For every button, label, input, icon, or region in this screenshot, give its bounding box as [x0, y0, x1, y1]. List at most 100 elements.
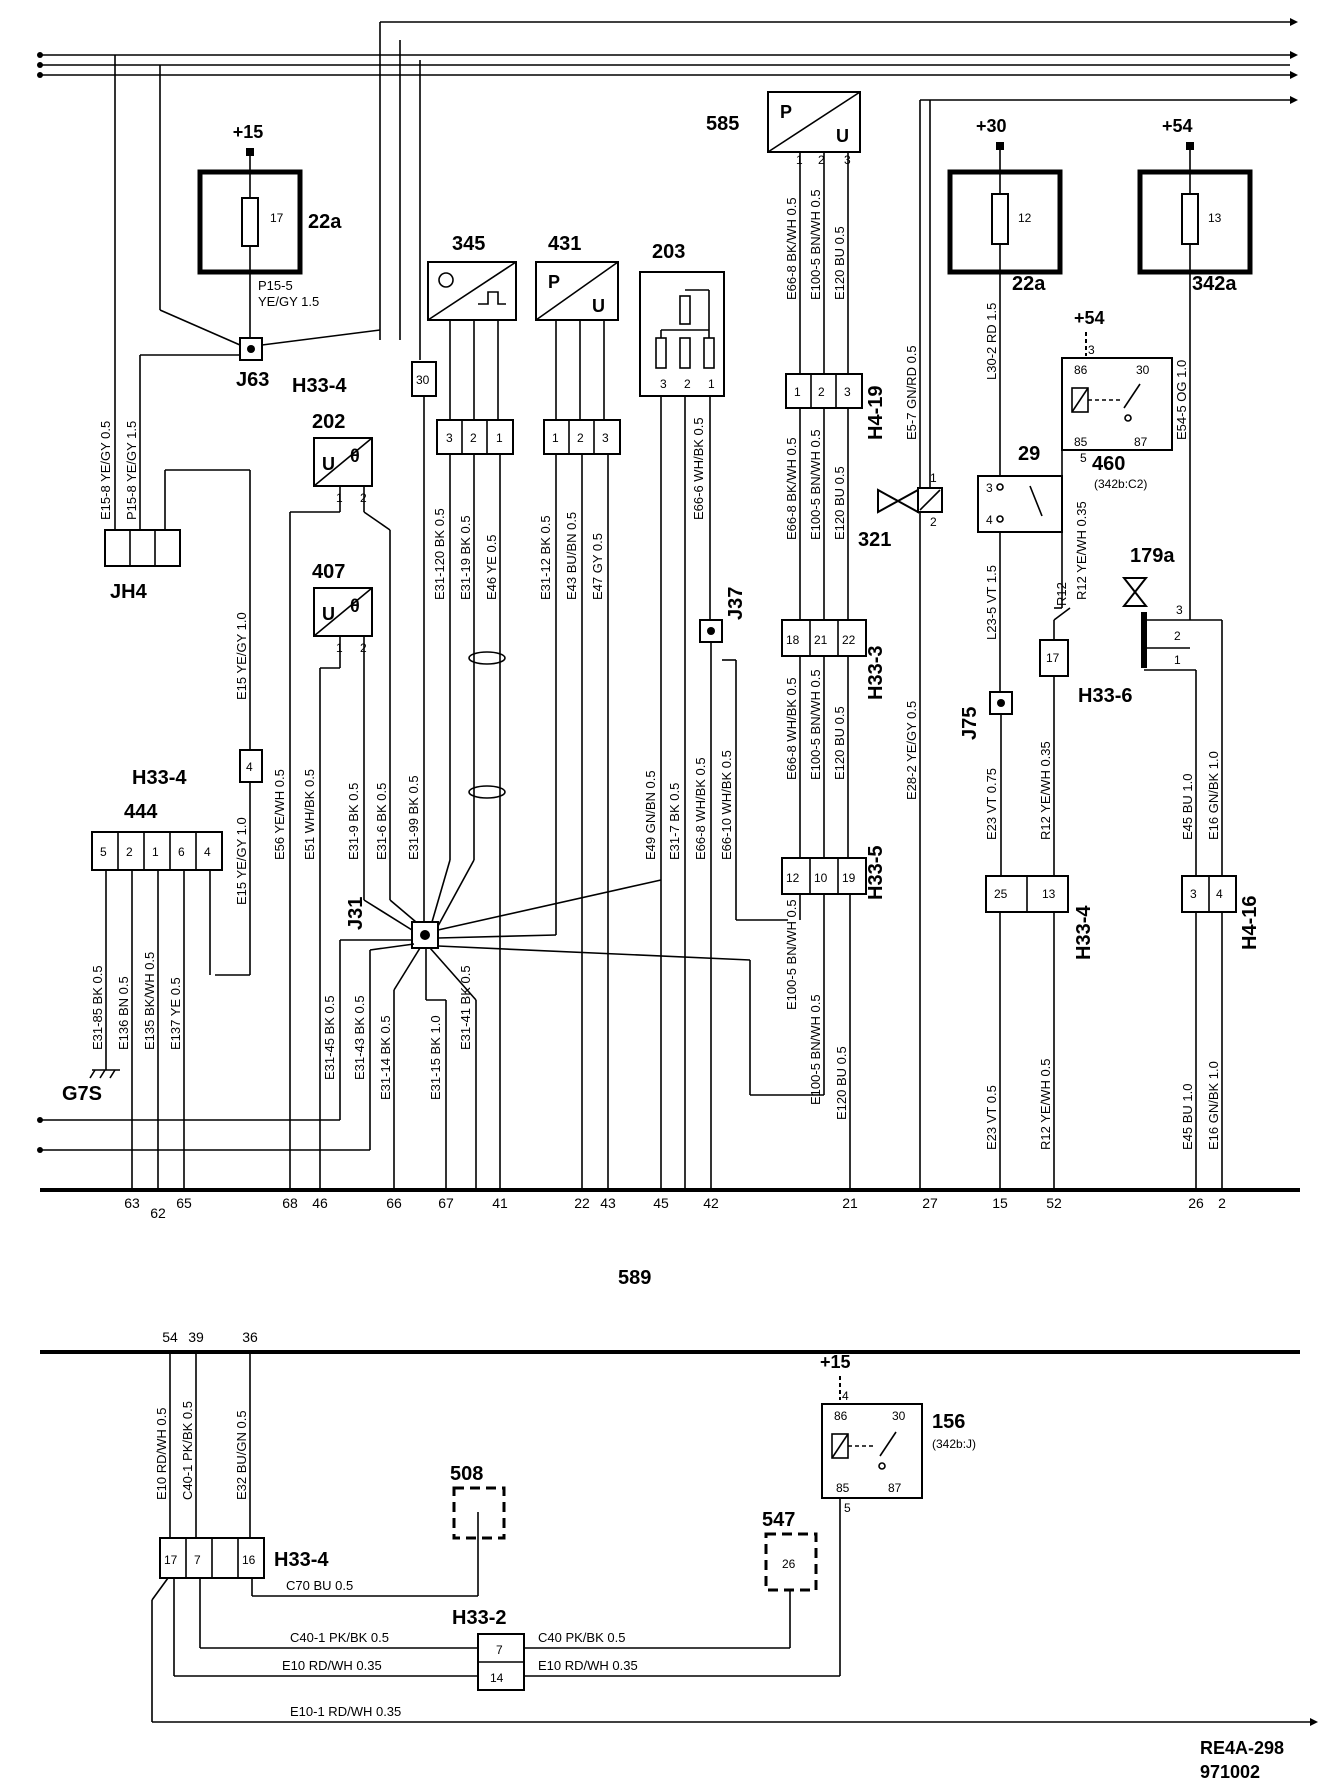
- svg-text:E45 BU 1.0: E45 BU 1.0: [1180, 774, 1195, 841]
- svg-text:J31: J31: [345, 897, 367, 930]
- drawing-date: 971002: [1200, 1762, 1260, 1782]
- svg-text:E32 BU/GN 0.5: E32 BU/GN 0.5: [234, 1410, 249, 1500]
- svg-text:87: 87: [888, 1481, 902, 1495]
- connector-H33-5: 12 10 19 H33-5: [749, 846, 887, 1190]
- svg-text:E66-6 WH/BK 0.5: E66-6 WH/BK 0.5: [691, 417, 706, 520]
- bus-pin-label: 63: [124, 1195, 140, 1211]
- svg-text:22: 22: [842, 633, 856, 647]
- svg-text:E31-85 BK 0.5: E31-85 BK 0.5: [90, 965, 105, 1050]
- svg-text:30: 30: [892, 1409, 906, 1423]
- svg-text:H33-5: H33-5: [865, 846, 887, 900]
- svg-text:3: 3: [660, 377, 667, 391]
- svg-text:(342b:J): (342b:J): [932, 1437, 976, 1451]
- svg-text:E66-8 WH/BK 0.5: E66-8 WH/BK 0.5: [693, 757, 708, 860]
- svg-text:4: 4: [842, 1389, 849, 1403]
- connector-H33-3: 18 21 22 H33-3: [781, 619, 887, 858]
- svg-text:1: 1: [496, 431, 503, 445]
- svg-text:E56 YE/WH 0.5: E56 YE/WH 0.5: [272, 769, 287, 860]
- svg-text:E23 VT 0.5: E23 VT 0.5: [984, 1085, 999, 1150]
- svg-text:585: 585: [706, 113, 739, 135]
- svg-text:E31-120 BK 0.5: E31-120 BK 0.5: [432, 508, 447, 600]
- svg-text:5: 5: [1080, 451, 1087, 465]
- svg-text:E28-2 YE/GY 0.5: E28-2 YE/GY 0.5: [904, 701, 919, 800]
- bus-pin-label: 43: [600, 1195, 616, 1211]
- svg-text:156: 156: [932, 1411, 965, 1433]
- svg-text:2: 2: [1174, 629, 1181, 643]
- svg-text:U: U: [592, 296, 605, 316]
- svg-text:R12 YE/WH 0.35: R12 YE/WH 0.35: [1074, 501, 1089, 600]
- svg-text:19: 19: [842, 871, 856, 885]
- svg-text:3: 3: [1176, 603, 1183, 617]
- component-431: 431 P U 1 2 3: [535, 233, 621, 1190]
- bus-pin-label: 22: [574, 1195, 590, 1211]
- svg-text:3: 3: [446, 431, 453, 445]
- bus-pin-label: 67: [438, 1195, 454, 1211]
- svg-text:L23-5 VT 1.5: L23-5 VT 1.5: [984, 565, 999, 640]
- svg-text:342a: 342a: [1192, 273, 1237, 295]
- svg-text:345: 345: [452, 233, 485, 255]
- svg-text:26: 26: [782, 1557, 796, 1571]
- svg-text:E10 RD/WH 0.35: E10 RD/WH 0.35: [282, 1658, 382, 1673]
- svg-text:86: 86: [1074, 363, 1088, 377]
- svg-text:C70 BU 0.5: C70 BU 0.5: [286, 1578, 353, 1593]
- svg-text:E100-5 BN/WH 0.5: E100-5 BN/WH 0.5: [808, 189, 823, 300]
- connector-H33-4-bottom: 17 7 16 H33-4: [151, 1537, 1318, 1726]
- svg-text:E51 WH/BK 0.5: E51 WH/BK 0.5: [302, 769, 317, 860]
- svg-text:E135 BK/WH 0.5: E135 BK/WH 0.5: [142, 952, 157, 1050]
- svg-text:2: 2: [684, 377, 691, 391]
- svg-text:U: U: [322, 604, 335, 624]
- svg-text:321: 321: [858, 529, 891, 551]
- bus-pin-label: 36: [242, 1329, 258, 1345]
- svg-text:1: 1: [152, 845, 159, 859]
- svg-text:E31-12 BK 0.5: E31-12 BK 0.5: [538, 515, 553, 600]
- svg-text:C40-1 PK/BK 0.5: C40-1 PK/BK 0.5: [180, 1401, 195, 1500]
- bus-pin-label: 65: [176, 1195, 192, 1211]
- svg-text:460: 460: [1092, 453, 1125, 475]
- svg-text:E100-5 BN/WH 0.5: E100-5 BN/WH 0.5: [808, 669, 823, 780]
- svg-text:85: 85: [1074, 435, 1088, 449]
- svg-text:17: 17: [270, 211, 284, 225]
- connector-JH4: JH4: [104, 469, 251, 755]
- svg-text:E66-10 WH/BK 0.5: E66-10 WH/BK 0.5: [719, 750, 734, 860]
- svg-text:22a: 22a: [1012, 273, 1046, 295]
- svg-text:431: 431: [548, 233, 581, 255]
- svg-text:1: 1: [930, 471, 937, 485]
- bus-pin-label: 45: [653, 1195, 669, 1211]
- svg-text:3: 3: [1088, 343, 1095, 357]
- fuse-22a-right: +30 12 22a: [947, 116, 1063, 476]
- svg-text:12: 12: [786, 871, 800, 885]
- svg-text:+15: +15: [233, 122, 264, 142]
- fuse-22a-label: 22a: [308, 211, 342, 233]
- svg-text:J63: J63: [236, 369, 269, 391]
- svg-text:E31-43 BK 0.5: E31-43 BK 0.5: [352, 995, 367, 1080]
- drawing-code: RE4A-298: [1200, 1738, 1284, 1758]
- component-29: 29 3 4: [977, 443, 1063, 700]
- svg-text:JH4: JH4: [110, 581, 148, 603]
- bus-pin-label: 39: [188, 1329, 204, 1345]
- svg-text:J75: J75: [959, 707, 981, 740]
- svg-text:H33-4: H33-4: [292, 375, 347, 397]
- svg-text:E120 BU 0.5: E120 BU 0.5: [832, 706, 847, 780]
- svg-text:4: 4: [986, 513, 993, 527]
- svg-text:4: 4: [246, 760, 253, 774]
- svg-text:θ: θ: [350, 596, 360, 616]
- bus-pin-label: 68: [282, 1195, 298, 1211]
- svg-text:E54-5 OG 1.0: E54-5 OG 1.0: [1174, 360, 1189, 440]
- svg-text:18: 18: [786, 633, 800, 647]
- svg-text:E47 GY 0.5: E47 GY 0.5: [590, 533, 605, 600]
- svg-text:E66-8 WH/BK 0.5: E66-8 WH/BK 0.5: [784, 677, 799, 780]
- svg-text:E31-41 BK 0.5: E31-41 BK 0.5: [458, 965, 473, 1050]
- svg-text:E16 GN/BK 1.0: E16 GN/BK 1.0: [1206, 1061, 1221, 1150]
- svg-text:13: 13: [1042, 887, 1056, 901]
- svg-text:H33-4: H33-4: [1073, 905, 1095, 960]
- svg-text:17: 17: [1046, 651, 1060, 665]
- svg-text:508: 508: [450, 1463, 483, 1485]
- svg-text:R12: R12: [1054, 582, 1069, 606]
- connector-H33-6: R12 17 H33-6: [1039, 582, 1132, 876]
- component-460: +54 3 86 30 85 87 5 460 (342b:C2): [1054, 308, 1173, 609]
- svg-text:16: 16: [242, 1553, 256, 1567]
- svg-text:YE/GY 1.5: YE/GY 1.5: [258, 294, 319, 309]
- svg-text:407: 407: [312, 561, 345, 583]
